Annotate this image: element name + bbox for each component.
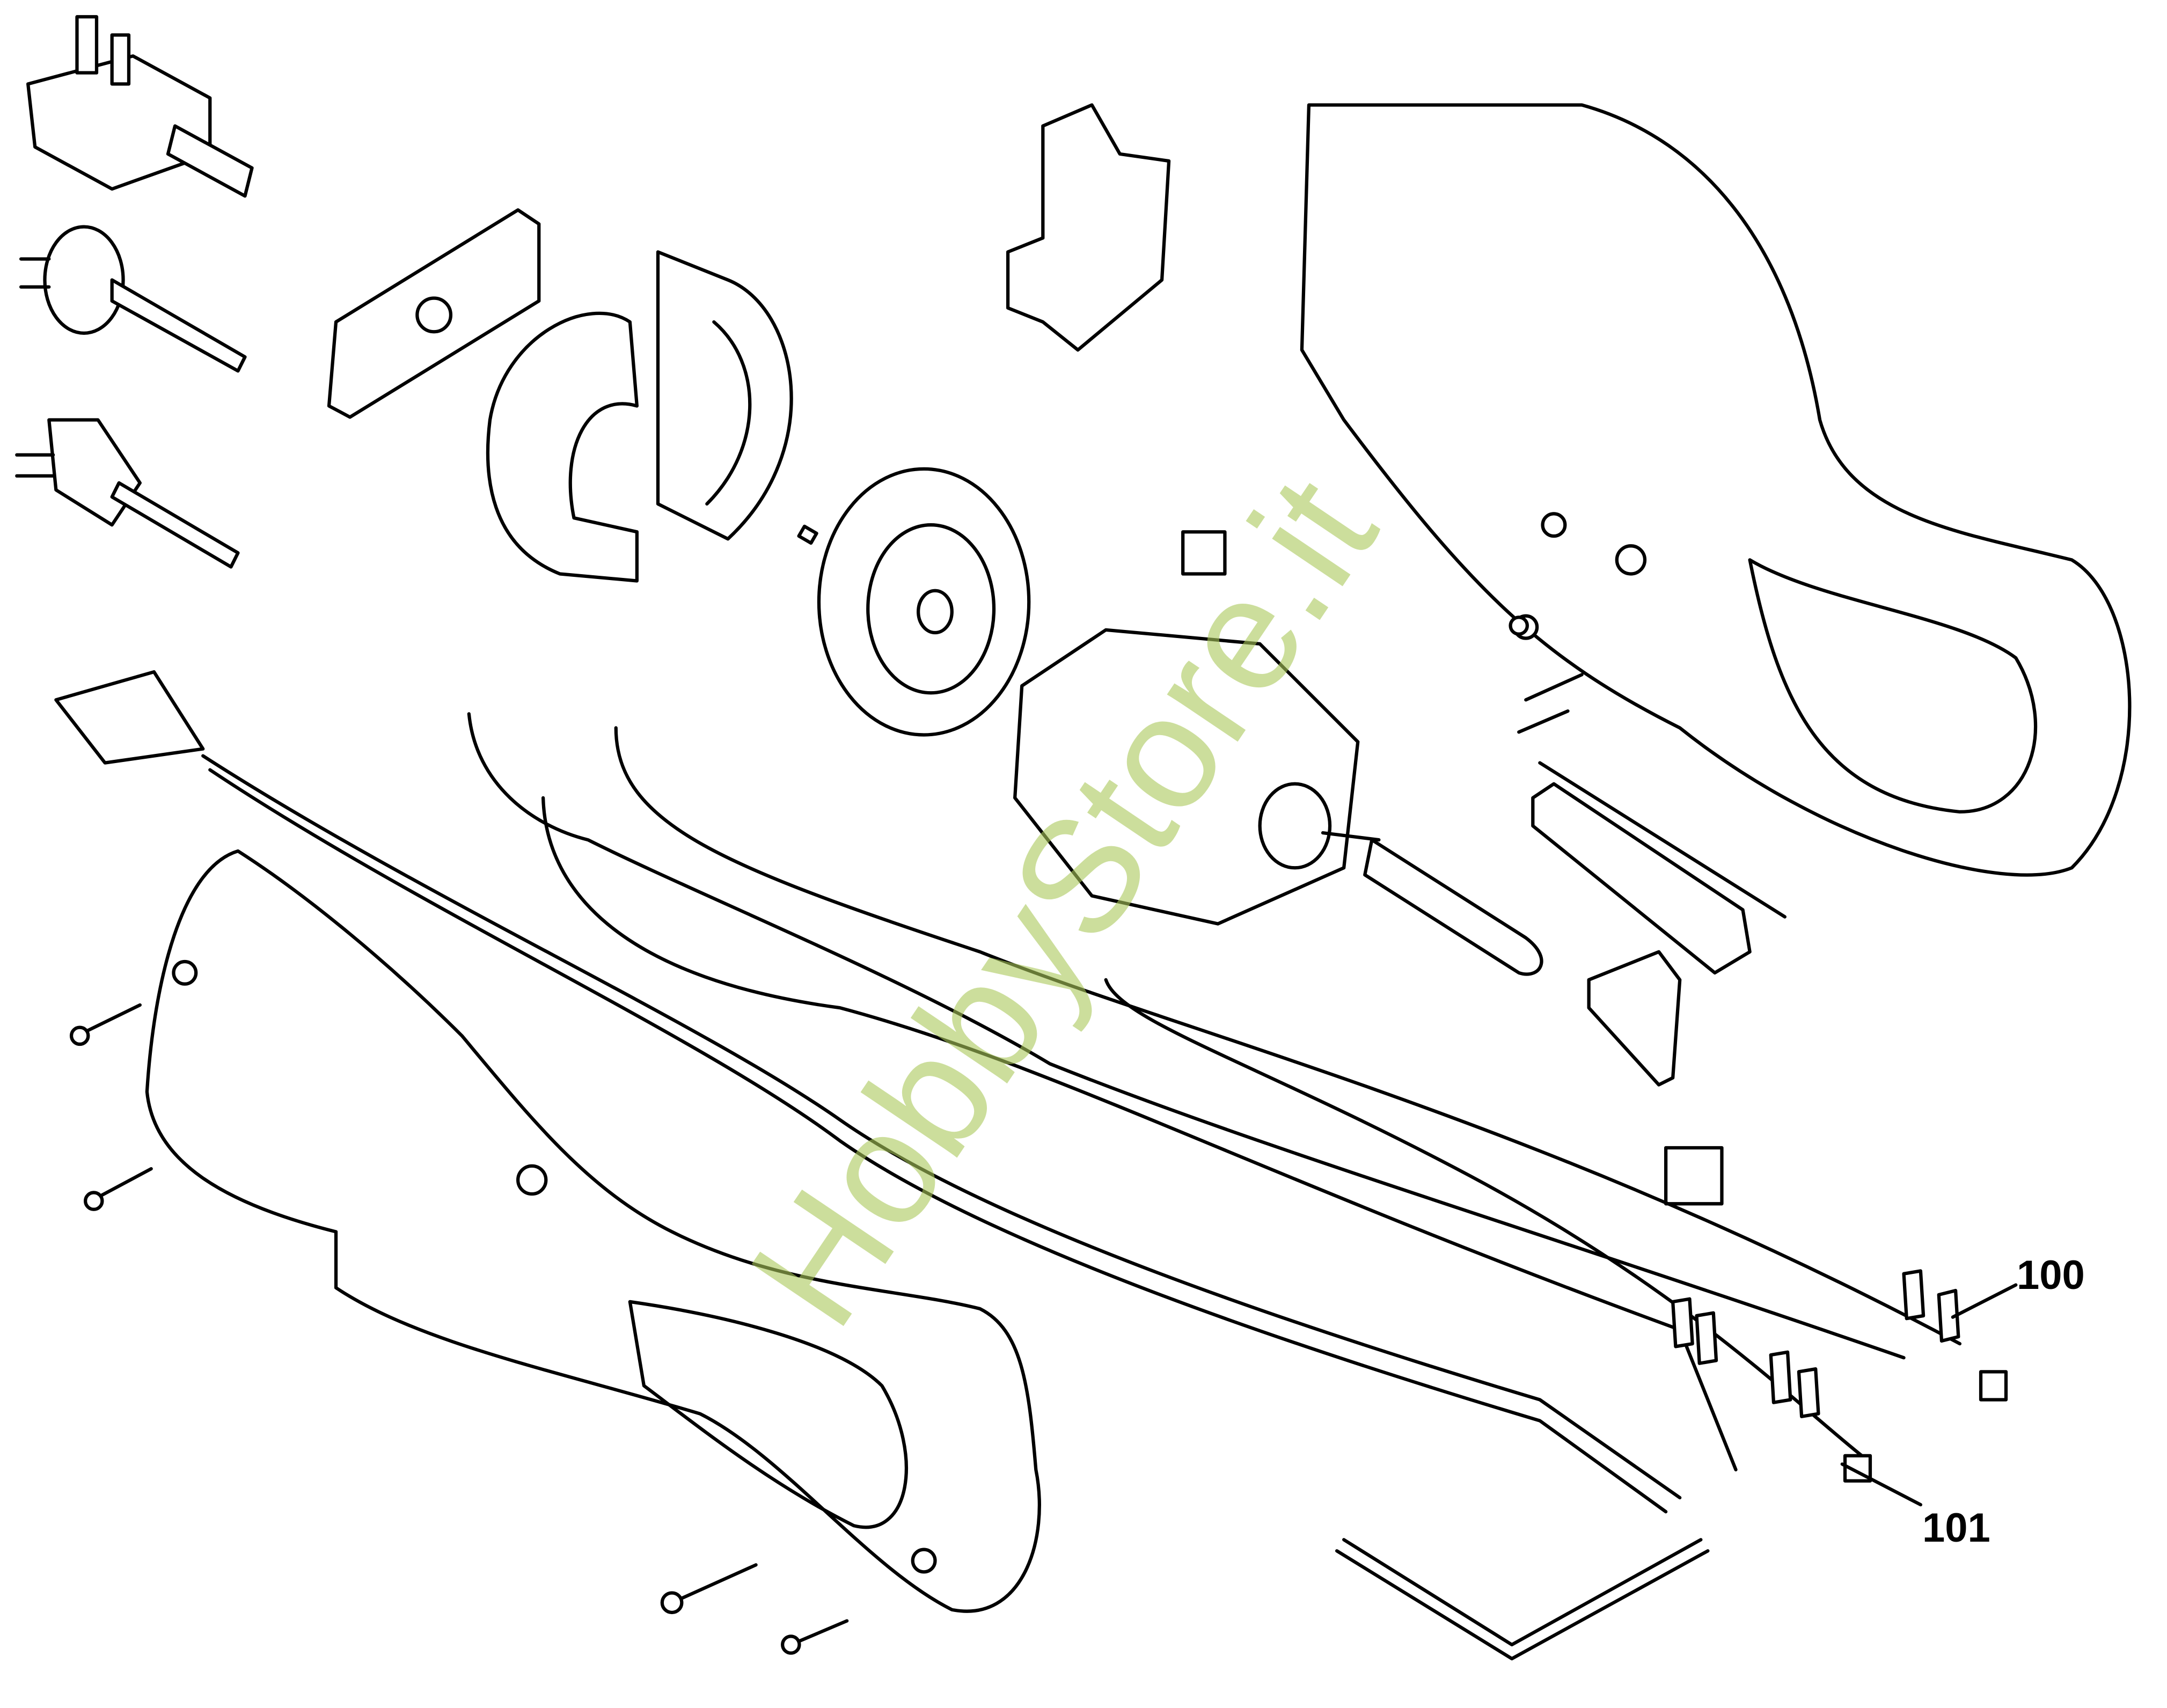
callout-100: 100 (2017, 1252, 2085, 1298)
wiring (467, 712, 2008, 1483)
baffle-plate (327, 208, 541, 419)
cooling-fan (797, 467, 1031, 737)
leader-line-100 (1951, 1283, 2018, 1319)
screws (69, 615, 1584, 1655)
trigger-switch (1531, 761, 1787, 1206)
switch-cover (1006, 103, 1171, 352)
left-housing-half (145, 849, 1041, 1613)
uk-plug (26, 15, 254, 198)
carbon-brush (1181, 530, 1227, 576)
round-pin-plug (19, 225, 247, 373)
euro-plug (15, 418, 240, 569)
callout-101: 101 (1922, 1505, 1990, 1551)
leader-line-101 (1840, 1462, 1922, 1507)
right-housing-half (1300, 103, 2132, 877)
fan-guide-left (486, 311, 639, 583)
motor-armature (1013, 628, 1543, 976)
power-cord (54, 670, 1682, 1514)
hex-key (1335, 1538, 1710, 1661)
fan-guide-right (656, 250, 793, 541)
